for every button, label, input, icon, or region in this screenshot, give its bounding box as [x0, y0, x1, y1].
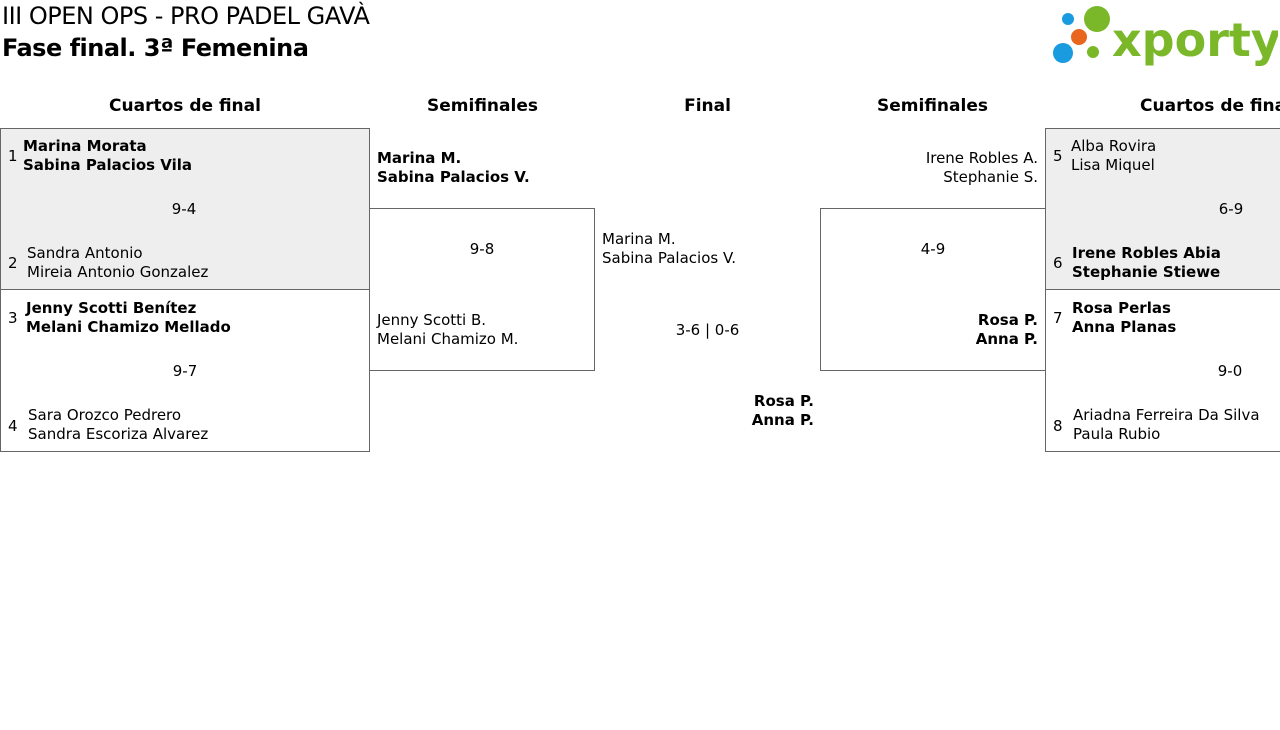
seed-number: 4: [8, 417, 18, 435]
team-final-a[interactable]: Marina M. Sabina Palacios V.: [602, 230, 736, 268]
match-right-sf[interactable]: 4-9 Rosa P. Anna P.: [820, 208, 1046, 371]
logo-wordmark: xporty: [1112, 13, 1278, 67]
seed-number: 7: [1053, 309, 1063, 327]
player-name: Lisa Miquel: [1071, 156, 1155, 174]
match-left-qf-1[interactable]: 1 Marina Morata Sabina Palacios Vila 9-4…: [0, 128, 370, 290]
team-right-qf-1-b[interactable]: Irene Robles Abia Stephanie Stiewe: [1072, 244, 1221, 282]
match-score: 9-8: [469, 240, 495, 258]
xporty-logo[interactable]: xporty: [1050, 2, 1280, 68]
player-name: Sandra Escoriza Alvarez: [28, 425, 209, 443]
team-left-sf-a[interactable]: Marina M. Sabina Palacios V.: [377, 149, 530, 187]
player-name: Rosa P.: [977, 311, 1038, 329]
round-header-right-qf: Cuartos de final: [1140, 96, 1280, 116]
player-name: Melani Chamizo Mellado: [26, 318, 231, 336]
player-name: Jenny Scotti B.: [377, 311, 487, 329]
player-name: Marina M.: [602, 230, 676, 248]
match-right-qf-1[interactable]: 5 Alba Rovira Lisa Miquel 6-9 6 Irene Ro…: [1045, 128, 1280, 290]
match-left-sf[interactable]: 9-8 Jenny Scotti B. Melani Chamizo M.: [369, 208, 595, 371]
player-name: Melani Chamizo M.: [377, 330, 519, 348]
match-score: 9-0: [1217, 362, 1243, 380]
player-name: Alba Rovira: [1071, 137, 1157, 155]
player-name: Irene Robles A.: [925, 149, 1038, 167]
seed-number: 6: [1053, 254, 1063, 272]
player-name: Rosa P.: [753, 392, 814, 410]
team-left-qf-1-a[interactable]: Marina Morata Sabina Palacios Vila: [23, 137, 192, 175]
seed-number: 3: [8, 309, 18, 327]
phase-title: Fase final. 3ª Femenina: [2, 34, 309, 62]
player-name: Paula Rubio: [1073, 425, 1161, 443]
player-name: Rosa Perlas: [1072, 299, 1171, 317]
player-name: Marina M.: [377, 149, 462, 167]
player-name: Stephanie S.: [943, 168, 1038, 186]
player-name: Anna Planas: [1072, 318, 1177, 336]
team-right-sf-b[interactable]: Rosa P. Anna P.: [881, 311, 1038, 349]
round-header-final: Final: [684, 96, 731, 116]
player-name: Mireia Antonio Gonzalez: [27, 263, 209, 281]
player-name: Anna P.: [751, 411, 814, 429]
match-score: 6-9: [1218, 200, 1244, 218]
team-left-qf-2-b[interactable]: Sara Orozco Pedrero Sandra Escoriza Alva…: [28, 406, 208, 444]
match-left-qf-2[interactable]: 3 Jenny Scotti Benítez Melani Chamizo Me…: [0, 289, 370, 452]
seed-number: 1: [8, 147, 18, 165]
player-name: Sabina Palacios V.: [377, 168, 530, 186]
xporty-logo-icon: xporty: [1053, 6, 1280, 67]
team-right-sf-a[interactable]: Irene Robles A. Stephanie S.: [840, 149, 1038, 187]
seed-number: 5: [1053, 147, 1063, 165]
player-name: Jenny Scotti Benítez: [26, 299, 197, 317]
final-score: 3-6 | 0-6: [675, 321, 740, 339]
round-header-left-qf: Cuartos de final: [109, 96, 261, 116]
team-right-qf-2-a[interactable]: Rosa Perlas Anna Planas: [1072, 299, 1176, 337]
player-name: Sabina Palacios Vila: [23, 156, 193, 174]
match-score: 4-9: [920, 240, 946, 258]
team-right-qf-1-a[interactable]: Alba Rovira Lisa Miquel: [1071, 137, 1156, 175]
match-right-qf-2[interactable]: 7 Rosa Perlas Anna Planas 9-0 8 Ariadna …: [1045, 289, 1280, 452]
match-score: 9-7: [172, 362, 198, 380]
player-name: Sabina Palacios V.: [602, 249, 737, 267]
tournament-title: III OPEN OPS - PRO PADEL GAVÀ: [2, 2, 370, 30]
team-left-qf-1-b[interactable]: Sandra Antonio Mireia Antonio Gonzalez: [27, 244, 208, 282]
seed-number: 8: [1053, 417, 1063, 435]
team-left-qf-2-a[interactable]: Jenny Scotti Benítez Melani Chamizo Mell…: [26, 299, 231, 337]
player-name: Marina Morata: [23, 137, 147, 155]
player-name: Sandra Antonio: [27, 244, 143, 262]
round-header-right-sf: Semifinales: [877, 96, 988, 116]
team-left-sf-b[interactable]: Jenny Scotti B. Melani Chamizo M.: [377, 311, 518, 349]
player-name: Anna P.: [975, 330, 1038, 348]
player-name: Irene Robles Abia: [1072, 244, 1221, 262]
player-name: Sara Orozco Pedrero: [28, 406, 182, 424]
seed-number: 2: [8, 254, 18, 272]
player-name: Ariadna Ferreira Da Silva: [1073, 406, 1260, 424]
player-name: Stephanie Stiewe: [1072, 263, 1221, 281]
team-right-qf-2-b[interactable]: Ariadna Ferreira Da Silva Paula Rubio: [1073, 406, 1260, 444]
team-final-b[interactable]: Rosa P. Anna P.: [700, 392, 814, 430]
match-score: 9-4: [171, 200, 197, 218]
round-header-left-sf: Semifinales: [427, 96, 538, 116]
